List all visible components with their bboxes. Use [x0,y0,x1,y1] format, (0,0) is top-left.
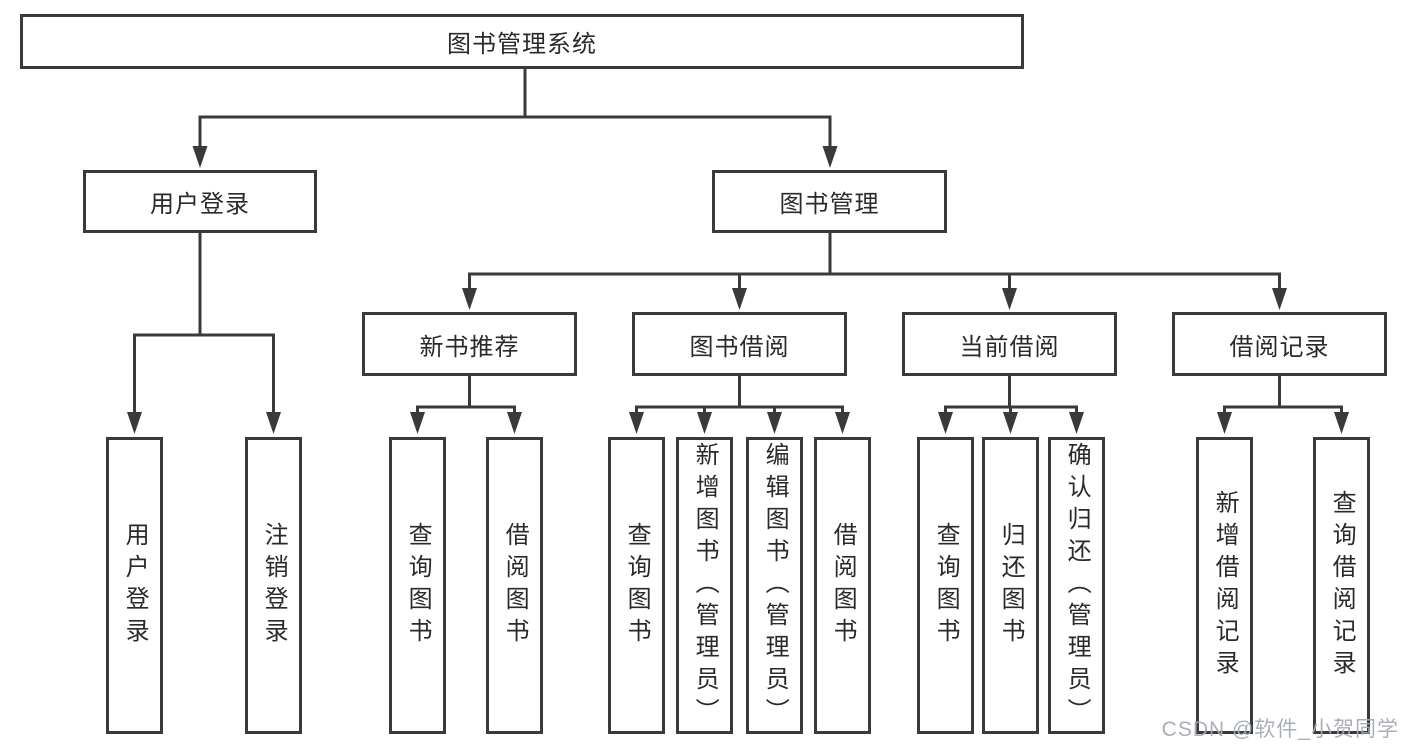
arrowheads [127,146,1349,434]
leaf-borrowing-query-books: 查询图书 [608,437,665,734]
leaf-records-query-borrow-record: 查询借阅记录 [1313,437,1370,734]
csdn-watermark: CSDN @软件_小贺同学 [1161,718,1399,741]
leaf-logout-login: 注销登录 [245,437,302,734]
leaf-current-return-books: 归还图书 [982,437,1039,734]
leaf-recommend-borrow-books: 借阅图书 [486,437,543,734]
leaf-current-query-books: 查询图书 [917,437,974,734]
leaf-current-confirm-return-admin: 确认归还（管理员） [1048,437,1105,734]
node-book-borrowing: 图书借阅 [632,312,847,376]
leaf-borrowing-borrow-books: 借阅图书 [814,437,871,734]
leaf-records-add-borrow-record: 新增借阅记录 [1196,437,1253,734]
node-current-borrowing: 当前借阅 [902,312,1117,376]
leaf-borrowing-add-books-admin: 新增图书（管理员） [676,437,733,734]
leaf-borrowing-edit-books-admin: 编辑图书（管理员） [746,437,803,734]
node-borrowing-records: 借阅记录 [1172,312,1387,376]
node-library-management-system: 图书管理系统 [20,14,1024,69]
node-book-management: 图书管理 [712,170,947,233]
leaf-user-login: 用户登录 [106,437,163,734]
leaf-recommend-query-books: 查询图书 [389,437,446,734]
node-new-book-recommendation: 新书推荐 [362,312,577,376]
node-user-login: 用户登录 [83,170,317,233]
